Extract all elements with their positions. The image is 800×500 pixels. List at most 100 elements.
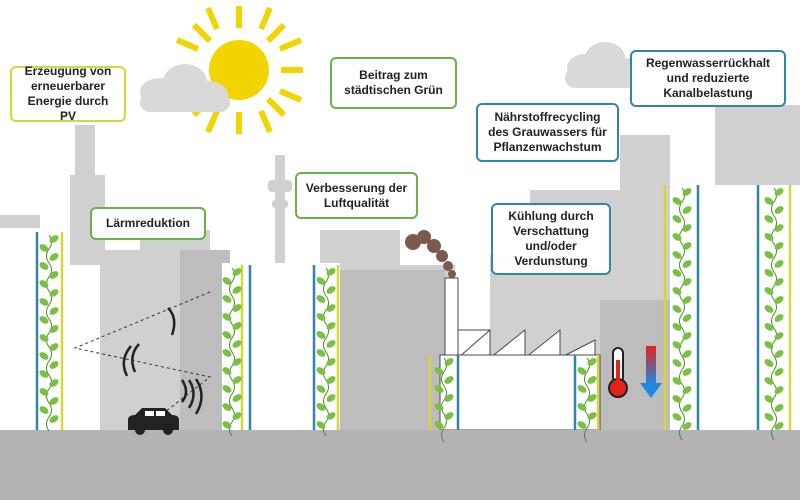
leaf-icon — [49, 307, 59, 315]
leaf-icon — [222, 295, 232, 303]
leaf-icon — [434, 421, 444, 429]
leaf-icon — [326, 268, 336, 276]
leaf-icon — [672, 197, 682, 205]
leaf-icon — [672, 215, 682, 223]
leaf-icon — [232, 268, 242, 276]
leaf-icon — [774, 404, 784, 412]
leaf-icon — [672, 323, 682, 331]
leaf-icon — [774, 224, 784, 232]
leaf-icon — [49, 361, 59, 369]
leaf-icon — [49, 343, 59, 351]
leaf-icon — [682, 206, 692, 214]
smoke-icon — [405, 230, 456, 278]
leaf-icon — [222, 403, 232, 411]
label-pv-energy: Erzeugung von erneuerbarer Energie durch… — [10, 64, 126, 123]
leaf-icon — [434, 367, 444, 375]
leaf-icon — [764, 413, 774, 421]
leaf-icon — [316, 385, 326, 393]
leaf-icon — [39, 406, 49, 414]
label-cooling: Kühlung durch Verschattung und/oder Verd… — [491, 203, 611, 275]
leaf-icon — [316, 367, 326, 375]
leaf-icon — [444, 376, 454, 384]
leaf-icon — [232, 322, 242, 330]
leaf-icon — [444, 394, 454, 402]
sound-path-lines — [73, 291, 212, 413]
leaf-icon — [316, 277, 326, 285]
leaf-icon — [49, 271, 59, 279]
leaf-icon — [682, 278, 692, 286]
leaf-icon — [232, 304, 242, 312]
leaf-icon — [49, 415, 59, 423]
label-rainwater: Regenwasserrückhalt und reduzierte Kanal… — [630, 50, 786, 107]
vine-stem — [441, 357, 447, 443]
leaf-icon — [39, 280, 49, 288]
leaf-icon — [222, 277, 232, 285]
leaf-icon — [682, 332, 692, 340]
leaf-icon — [39, 352, 49, 360]
leaf-icon — [672, 233, 682, 241]
leaf-icon — [326, 286, 336, 294]
leaf-icon — [764, 197, 774, 205]
leaf-icon — [49, 235, 59, 243]
leaf-icon — [316, 331, 326, 339]
vine-stem — [679, 187, 685, 441]
leaf-icon — [326, 340, 336, 348]
leaf-icon — [682, 242, 692, 250]
leaf-icon — [39, 262, 49, 270]
leaf-icon — [672, 359, 682, 367]
leaf-icon — [222, 421, 232, 429]
leaf-icon — [682, 350, 692, 358]
leaf-icon — [222, 385, 232, 393]
leaf-icon — [444, 358, 454, 366]
leaf-icon — [232, 358, 242, 366]
leaf-icon — [49, 379, 59, 387]
vine-stem — [584, 357, 590, 443]
leaf-icon — [326, 358, 336, 366]
leaf-icon — [49, 325, 59, 333]
leaf-icon — [682, 224, 692, 232]
leaf-icon — [316, 421, 326, 429]
leaf-icon — [577, 367, 587, 375]
leaf-icon — [222, 367, 232, 375]
leaf-icon — [672, 341, 682, 349]
leaf-icon — [326, 412, 336, 420]
pv-frames — [60, 185, 792, 430]
leaf-icon — [49, 289, 59, 297]
leaf-icon — [434, 385, 444, 393]
leaf-icon — [774, 332, 784, 340]
leaf-icon — [672, 251, 682, 259]
leaf-icon — [682, 386, 692, 394]
leaf-icon — [672, 269, 682, 277]
leaf-icon — [39, 244, 49, 252]
leaf-icon — [774, 188, 784, 196]
leaf-icon — [682, 368, 692, 376]
leaf-icon — [577, 403, 587, 411]
leaf-icon — [764, 377, 774, 385]
leaf-icon — [672, 395, 682, 403]
leaf-icon — [39, 334, 49, 342]
leaf-icon — [49, 253, 59, 261]
car-icon — [128, 408, 179, 435]
leaf-icon — [774, 422, 784, 430]
leaf-icon — [764, 269, 774, 277]
leaf-icon — [682, 404, 692, 412]
leaf-icon — [49, 397, 59, 405]
leaf-icon — [774, 368, 784, 376]
leaf-icon — [774, 350, 784, 358]
leaf-icon — [587, 394, 597, 402]
leaf-icon — [222, 331, 232, 339]
cooling-arrow-icon — [640, 346, 662, 398]
leaf-icon — [682, 188, 692, 196]
leaf-icon — [326, 322, 336, 330]
leaf-icon — [764, 287, 774, 295]
leaf-icon — [316, 313, 326, 321]
leaf-icon — [764, 341, 774, 349]
leaf-icon — [232, 286, 242, 294]
leaf-icon — [764, 233, 774, 241]
vine-stem — [229, 267, 235, 437]
label-nutrient-recycling: Nährstoffrecycling des Grauwassers für P… — [476, 103, 619, 162]
midground-buildings — [40, 240, 670, 430]
leaf-icon — [672, 287, 682, 295]
leaf-icon — [764, 323, 774, 331]
leaf-icon — [316, 403, 326, 411]
